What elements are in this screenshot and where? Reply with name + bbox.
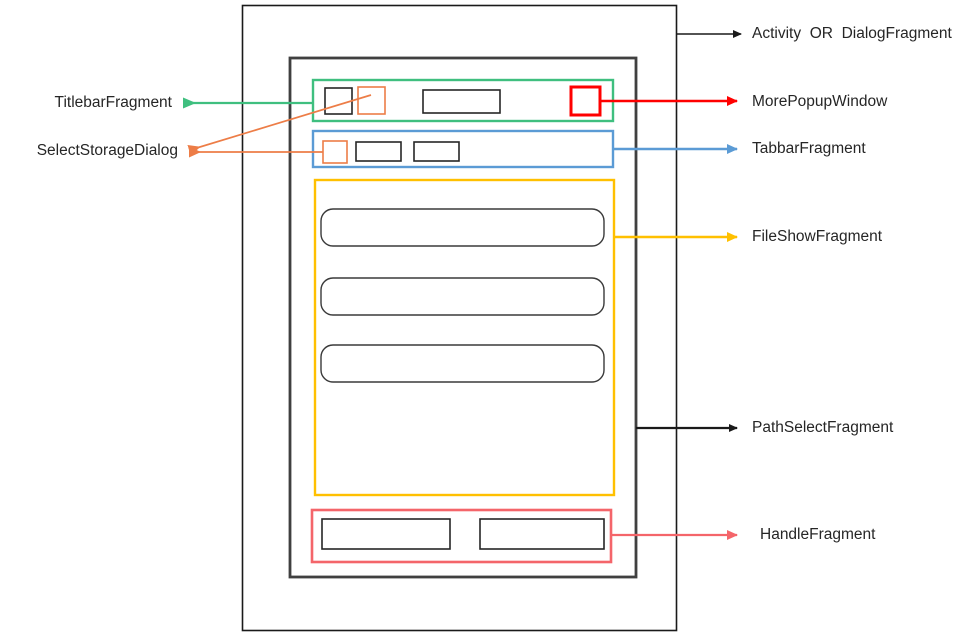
titlebar-more-button[interactable] — [569, 85, 602, 117]
label-tabbar-fragment: TabbarFragment — [752, 140, 866, 157]
fileshow-fragment-box[interactable] — [313, 178, 616, 497]
label-fileshow-fragment: FileShowFragment — [752, 228, 883, 245]
titlebar-title-field[interactable] — [422, 89, 501, 114]
tabbar-tab-one[interactable] — [355, 141, 402, 162]
handle-button-left[interactable] — [321, 518, 451, 550]
label-more-popup-window: MorePopupWindow — [752, 93, 888, 110]
titlebar-storage-chip[interactable] — [357, 86, 386, 115]
handle-button-right[interactable] — [479, 518, 605, 550]
tabbar-tab-two[interactable] — [413, 141, 460, 162]
label-titlebar-fragment: TitlebarFragment — [54, 94, 172, 111]
handle-fragment-box[interactable] — [310, 508, 613, 564]
fileshow-file-row-3[interactable] — [320, 344, 605, 383]
label-activity: Activity OR DialogFragment — [752, 25, 952, 42]
tabbar-storage-chip[interactable] — [322, 140, 348, 164]
fileshow-file-row-1[interactable] — [320, 208, 605, 247]
titlebar-back-button[interactable] — [324, 87, 353, 115]
connector-dialog-titlebar — [187, 94, 372, 156]
pathselect-device-frame — [288, 56, 638, 579]
fileshow-file-row-2[interactable] — [320, 277, 605, 316]
label-handle-fragment: HandleFragment — [760, 526, 876, 543]
activity-outer-frame — [241, 4, 678, 632]
label-select-storage-dialog: SelectStorageDialog — [36, 142, 178, 159]
label-pathselect-fragment: PathSelectFragment — [752, 419, 894, 436]
